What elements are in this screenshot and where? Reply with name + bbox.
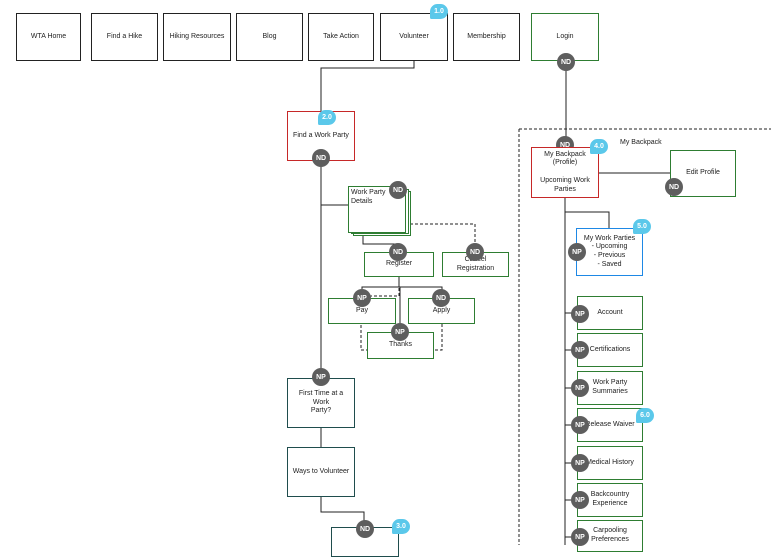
box-label: Pay <box>355 306 369 314</box>
connector-lines <box>320 61 771 545</box>
box-edit-profile[interactable]: Edit Profile <box>670 150 736 197</box>
page-type-badge: ND <box>665 178 683 196</box>
page-type-badge: NP <box>571 341 589 359</box>
page-type-badge: NP <box>571 491 589 509</box>
box-first-time-at-work-party[interactable]: First Time at a Work Party? <box>287 378 355 428</box>
page-type-badge: ND <box>312 149 330 167</box>
nav-label: Login <box>556 32 574 40</box>
page-type-badge: ND <box>466 243 484 261</box>
page-type-badge: ND <box>557 53 575 71</box>
box-label: Apply <box>432 306 451 314</box>
nav-box-take-action[interactable]: Take Action <box>308 13 374 61</box>
page-type-badge: NP <box>571 528 589 546</box>
box-ways-to-volunteer[interactable]: Ways to Volunteer <box>287 447 355 497</box>
version-tag: 2.0 <box>318 110 336 125</box>
page-type-badge: NP <box>571 305 589 323</box>
box-label: Certifications <box>589 345 631 353</box>
version-tag: 5.0 <box>633 219 651 234</box>
page-type-badge: ND <box>389 181 407 199</box>
box-label: Backcountry Experience <box>590 491 630 507</box>
page-type-badge: NP <box>571 416 589 434</box>
nav-box-find-a-hike[interactable]: Find a Hike <box>91 13 158 61</box>
nav-label: Blog <box>262 32 277 40</box>
page-type-badge: NP <box>571 379 589 397</box>
box-label: Edit Profile <box>686 169 720 177</box>
nav-box-wta-home[interactable]: WTA Home <box>16 13 81 61</box>
box-my-work-parties[interactable]: My Work Parties - Upcoming - Previous - … <box>576 228 643 276</box>
version-tag: 1.0 <box>430 4 448 19</box>
box-label: Carpooling Preferences <box>591 527 629 543</box>
page-type-badge: NP <box>312 368 330 386</box>
page-type-badge: NP <box>391 323 409 341</box>
box-label: Find a Work Party <box>293 131 349 139</box>
page-type-badge: ND <box>432 289 450 307</box>
nav-box-blog[interactable]: Blog <box>236 13 303 61</box>
box-label: Thanks <box>389 341 412 349</box>
region-label-my-backpack: My Backpack <box>620 139 662 146</box>
page-type-badge: NP <box>568 243 586 261</box>
nav-box-hiking-resources[interactable]: Hiking Resources <box>163 13 231 61</box>
box-my-backpack-profile[interactable]: My Backpack (Profile) Upcoming Work Part… <box>531 147 599 198</box>
box-label: My Backpack (Profile) Upcoming Work Part… <box>540 150 590 193</box>
nav-label: Volunteer <box>399 32 429 40</box>
page-type-badge: NP <box>571 454 589 472</box>
page-type-badge: NP <box>353 289 371 307</box>
nav-box-login[interactable]: Login <box>531 13 599 61</box>
box-label: My Work Parties - Upcoming - Previous - … <box>583 234 636 268</box>
box-label: Work Party Details <box>351 189 386 205</box>
box-label: Ways to Volunteer <box>292 467 350 475</box>
page-type-badge: ND <box>389 243 407 261</box>
box-label: Account <box>597 308 623 316</box>
box-label: First Time at a Work Party? <box>298 389 344 415</box>
page-type-badge: ND <box>356 520 374 538</box>
nav-box-volunteer[interactable]: Volunteer <box>380 13 448 61</box>
nav-label: Take Action <box>323 32 359 40</box>
box-label: Release Waiver <box>585 420 635 428</box>
version-tag: 6.0 <box>636 408 654 423</box>
box-label: Work Party Summaries <box>592 379 628 395</box>
nav-label: Find a Hike <box>106 32 143 40</box>
nav-label: Membership <box>467 32 506 40</box>
version-tag: 4.0 <box>590 139 608 154</box>
nav-box-membership[interactable]: Membership <box>453 13 520 61</box>
box-label: Medical History <box>586 458 634 466</box>
version-tag: 3.0 <box>392 519 410 534</box>
box-medical-history[interactable]: Medical History <box>577 446 643 480</box>
box-label: Register <box>385 260 413 268</box>
nav-label: Hiking Resources <box>169 32 225 40</box>
nav-label: WTA Home <box>30 32 67 40</box>
